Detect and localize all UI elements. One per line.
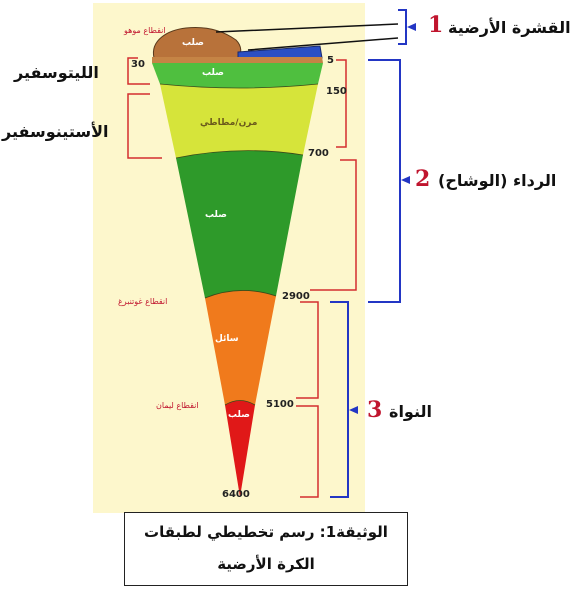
core-arrow-icon bbox=[349, 406, 358, 414]
lithosphere-bracket bbox=[127, 57, 150, 85]
depth-30: 30 bbox=[131, 59, 145, 70]
core-label: النواة bbox=[389, 402, 432, 421]
outer-core-bracket bbox=[296, 301, 319, 399]
outer-core-layer bbox=[205, 290, 276, 405]
asthenosphere-bracket bbox=[127, 93, 162, 159]
lithosphere-state: صلب bbox=[202, 68, 224, 78]
crust-label: القشرة الأرضية bbox=[448, 18, 571, 37]
depth-150: 150 bbox=[326, 86, 347, 97]
lehmann-label: انقطاع ليمان bbox=[156, 401, 199, 410]
mantle-label: الرداء (الوشاح) bbox=[438, 171, 557, 190]
crust-state: صلب bbox=[182, 38, 204, 48]
outer-core-state: سائل bbox=[215, 334, 239, 344]
mantle-bracket bbox=[368, 59, 401, 303]
crust-strip bbox=[152, 57, 323, 63]
core-bracket bbox=[330, 301, 349, 498]
depth-5100: 5100 bbox=[266, 399, 294, 410]
caption-line-1: الوثيقة1: رسم تخطيطي لطبقات bbox=[144, 523, 388, 541]
crust-number: 1 bbox=[428, 12, 444, 38]
lithosphere-label: الليتوسفير bbox=[14, 63, 99, 82]
gutenberg-label: انقطاع غوتنبرغ bbox=[118, 297, 168, 306]
upper-mantle-bracket bbox=[336, 59, 347, 148]
crust-bracket bbox=[398, 9, 407, 45]
asthenosphere-layer bbox=[160, 84, 318, 158]
inner-core-layer bbox=[225, 400, 255, 497]
inner-core-state: صلب bbox=[228, 410, 250, 420]
mantle-state: صلب bbox=[205, 210, 227, 220]
boundary-lines bbox=[159, 83, 319, 406]
depth-5: 5 bbox=[327, 55, 334, 66]
crust-pointer-lines bbox=[215, 23, 399, 51]
caption-box: الوثيقة1: رسم تخطيطي لطبقات الكرة الأرضي… bbox=[124, 512, 408, 586]
depth-700: 700 bbox=[308, 148, 329, 159]
mantle-number: 2 bbox=[415, 166, 431, 192]
mantle-layer bbox=[176, 150, 303, 298]
lower-mantle-bracket bbox=[310, 159, 357, 291]
depth-2900: 2900 bbox=[282, 291, 310, 302]
crust-arrow-icon bbox=[407, 23, 416, 31]
caption-line-2: الكرة الأرضية bbox=[217, 555, 315, 573]
asthenosphere-state: مرن/مطاطي bbox=[200, 118, 258, 128]
moho-label: انقطاع موهو bbox=[124, 26, 166, 35]
inner-core-bracket bbox=[296, 405, 319, 498]
depth-6400: 6400 bbox=[222, 489, 250, 500]
core-number: 3 bbox=[367, 397, 383, 423]
mantle-arrow-icon bbox=[401, 176, 410, 184]
lithosphere-layer bbox=[152, 63, 323, 88]
asthenosphere-label: الأستينوسفير bbox=[2, 122, 109, 141]
